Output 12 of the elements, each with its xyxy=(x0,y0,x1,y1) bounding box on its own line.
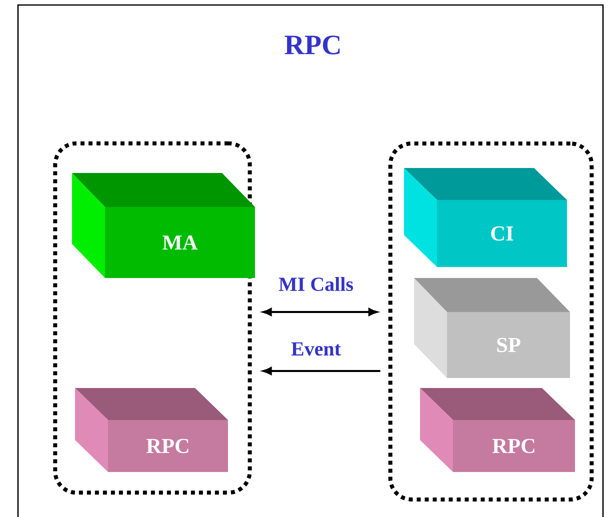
cube-block: RPC xyxy=(420,388,575,472)
dotted-group-box xyxy=(53,141,252,495)
title: RPC xyxy=(284,36,340,54)
dotted-group-box xyxy=(388,142,594,502)
edge-label: Event xyxy=(291,342,341,356)
cube-block: RPC xyxy=(75,388,228,472)
cube-block: MA xyxy=(72,173,255,278)
cube-block: SP xyxy=(414,278,570,378)
arrow xyxy=(262,367,380,375)
cube-block: CI xyxy=(404,168,567,267)
arrow xyxy=(262,308,378,316)
edge-label: MI Calls xyxy=(278,276,354,292)
